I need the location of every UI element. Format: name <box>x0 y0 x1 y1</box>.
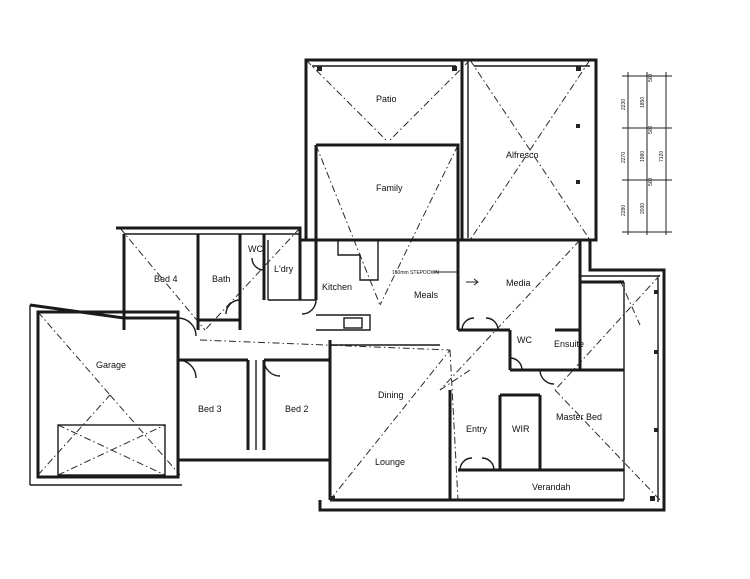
dim-small-1: 500 <box>648 73 654 82</box>
room-bath: Bath <box>212 274 231 284</box>
stepdown-arrow <box>434 271 479 286</box>
room-kitchen: Kitchen <box>322 282 352 292</box>
room-bed4: Bed 4 <box>154 274 178 284</box>
dim-middle-1: 1850 <box>640 97 646 108</box>
room-meals: Meals <box>414 290 439 300</box>
room-dining: Dining <box>378 390 404 400</box>
dim-inner-2: 2270 <box>621 152 627 163</box>
dim-inner-3: 2280 <box>621 205 627 216</box>
room-garage: Garage <box>96 360 126 370</box>
dim-middle-3: 2030 <box>640 203 646 214</box>
dimension-lines <box>622 72 672 235</box>
room-bed3: Bed 3 <box>198 404 222 414</box>
room-wc-upper: WC <box>248 244 263 254</box>
posts <box>317 66 658 501</box>
room-family: Family <box>376 183 403 193</box>
internal-walls <box>124 234 624 500</box>
room-bed2: Bed 2 <box>285 404 309 414</box>
dim-small-2: 500 <box>648 125 654 134</box>
room-lounge: Lounge <box>375 457 405 467</box>
external-walls <box>29 58 666 512</box>
dim-middle-2: 1980 <box>640 151 646 162</box>
room-media: Media <box>506 278 531 288</box>
dim-inner-1: 2230 <box>621 99 627 110</box>
room-patio: Patio <box>376 94 397 104</box>
room-ensuite: Ensuite <box>554 339 584 349</box>
room-wc-lower: WC <box>517 335 532 345</box>
room-master-bed: Master Bed <box>556 412 602 422</box>
doors <box>177 257 555 471</box>
dim-small-3: 500 <box>648 177 654 186</box>
dim-outer: 7120 <box>659 151 665 162</box>
room-entry: Entry <box>466 424 488 434</box>
room-laundry: L'dry <box>274 264 294 274</box>
room-wir: WIR <box>512 424 530 434</box>
roof-hip-lines <box>37 59 661 501</box>
stepdown-note: 150mm STEPDOWN <box>392 270 439 276</box>
room-alfresco: Alfresco <box>506 150 539 160</box>
room-verandah: Verandah <box>532 482 571 492</box>
